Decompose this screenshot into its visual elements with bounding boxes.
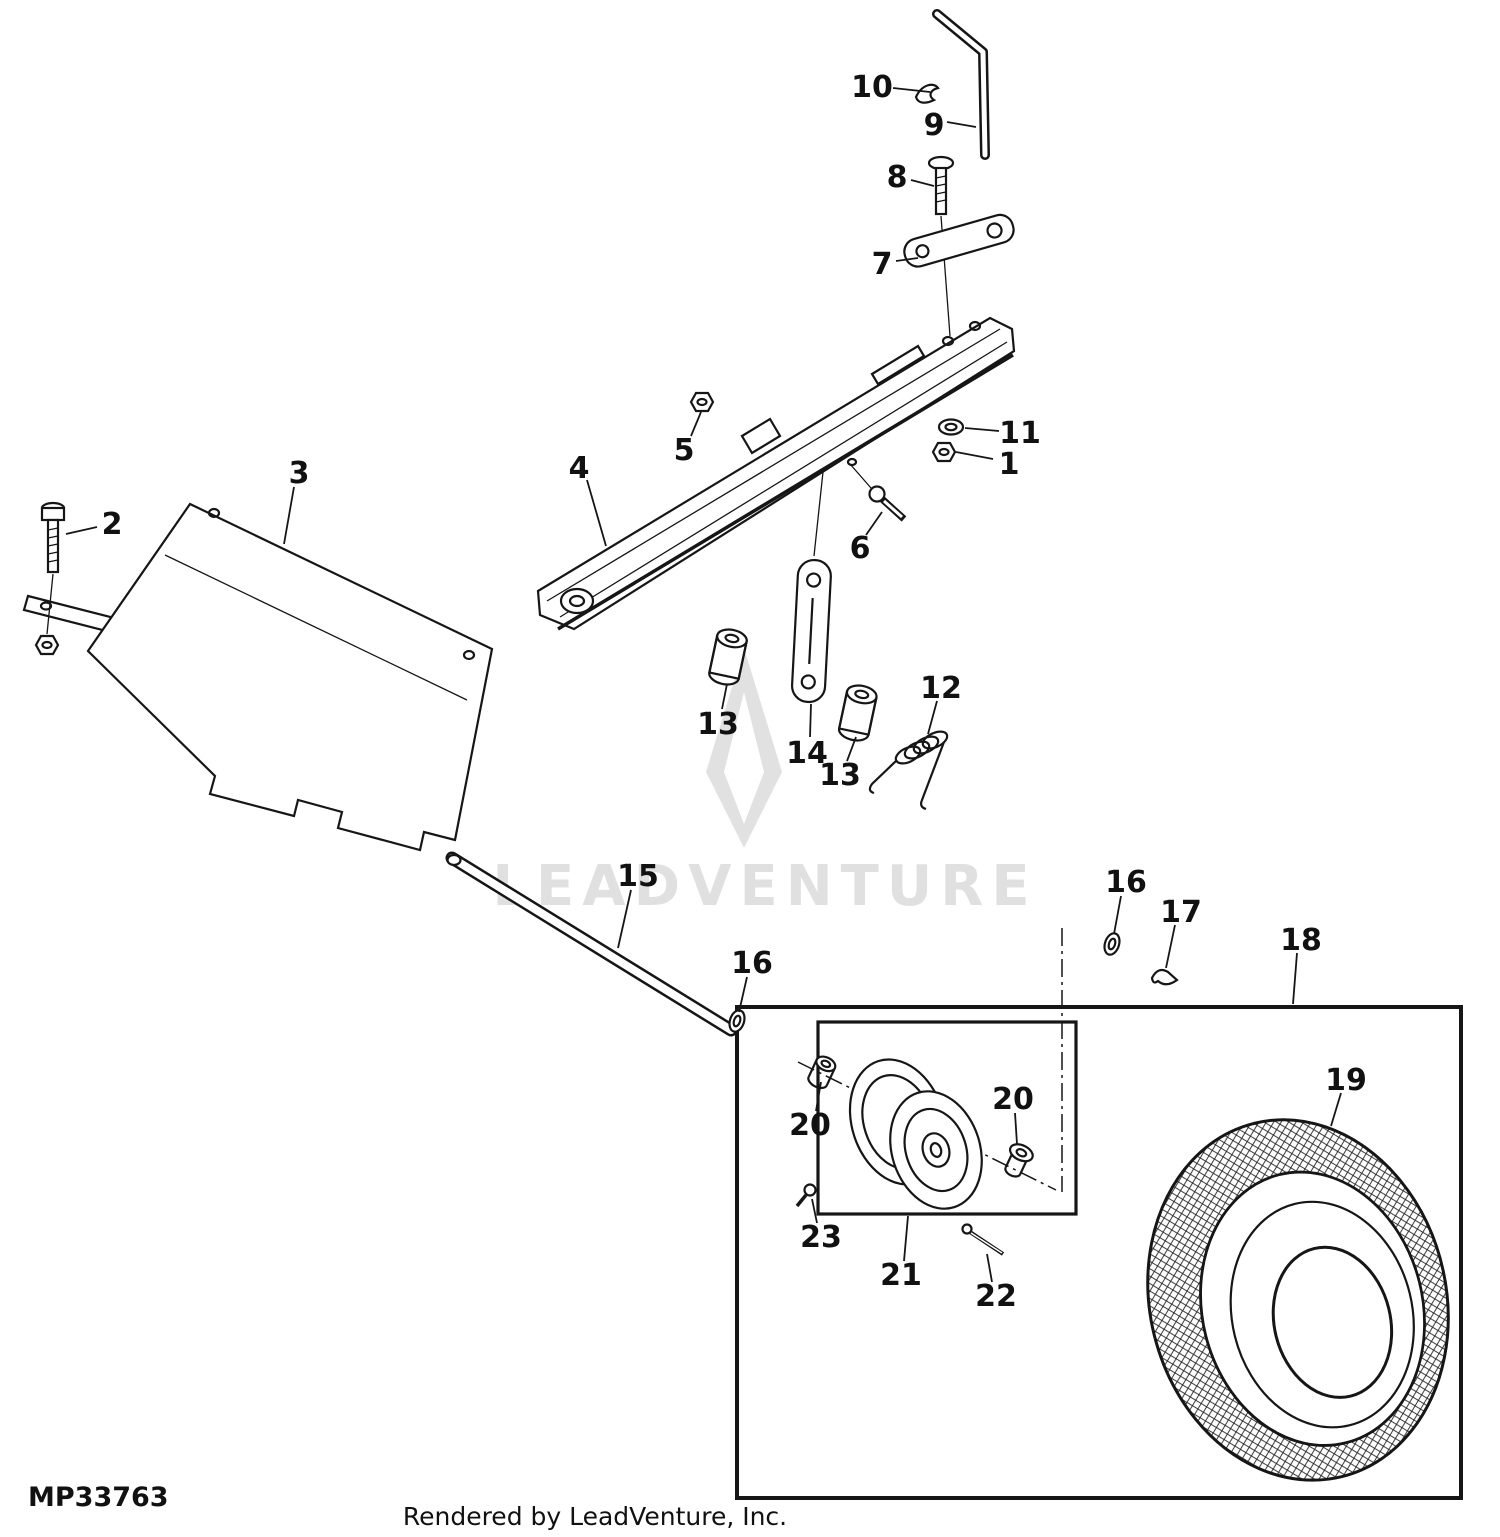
callout-9: 9 [924,108,945,143]
part-21-wheel-hub [848,1058,983,1210]
part-13-spacer-a [708,628,748,686]
part-5-nut [689,391,715,413]
part-11-washer [937,418,965,436]
part-16-washer-b [1103,932,1121,956]
callout-1-right: 1 [999,447,1020,482]
callout-23: 23 [800,1220,842,1255]
callout-18: 18 [1280,923,1322,958]
watermark-text: LEADVENTURE [492,854,1037,919]
part-1-nut-right [931,441,957,463]
footer-credit: Rendered by LeadVenture, Inc. [403,1502,787,1531]
callout-3: 3 [289,456,310,491]
callout-13-a: 13 [697,707,739,742]
part-20-bushing-b [1004,1143,1034,1178]
callout-11: 11 [999,416,1041,451]
part-16-washer-a [728,1009,746,1033]
callout-17: 17 [1160,895,1202,930]
callout-7: 7 [872,247,893,282]
callout-16-a: 16 [731,946,773,981]
callout-21: 21 [880,1258,922,1293]
callout-20-a: 20 [789,1108,831,1143]
part-7-bracket [903,213,1015,268]
callout-20-b: 20 [992,1082,1034,1117]
part-22-cotter-pin [961,1223,1005,1256]
part-23-pin [795,1183,817,1208]
part-18-wheel-assembly-box [735,1005,1463,1500]
part-1-nut-left [34,634,60,656]
callout-15: 15 [617,859,659,894]
callout-4: 4 [569,451,590,486]
leader-lines [65,87,1342,1283]
watermark-logo [706,648,782,848]
part-10-clip [914,83,940,104]
callout-22: 22 [975,1279,1017,1314]
hub-detail-box [816,1020,1078,1216]
callout-labels: 10 9 8 7 5 4 11 1 2 3 6 13 14 13 12 15 1… [102,70,1367,1314]
callout-2: 2 [102,507,123,542]
part-20-bushing-a [807,1055,837,1089]
callout-19: 19 [1325,1063,1367,1098]
part-17-clip [1150,968,1179,986]
part-13-spacer-b [837,684,878,742]
part-15-shaft [445,851,738,1037]
callout-10: 10 [851,70,893,105]
callout-14: 14 [786,736,828,771]
part-6-bolt [849,463,907,522]
callout-13-b: 13 [819,758,861,793]
callout-16-b: 16 [1105,865,1147,900]
part-14-link [790,471,832,704]
callout-5: 5 [674,433,695,468]
callout-8: 8 [887,160,908,195]
part-9-handle-rod [932,9,990,160]
part-4-frame-beam [536,316,1016,631]
center-axis-lines [797,928,1063,1192]
callout-6: 6 [850,531,871,566]
part-2-bolt [40,501,66,635]
part-3-shield [22,502,494,852]
part-12-spring [868,730,949,811]
doc-code: MP33763 [28,1482,169,1513]
callout-12: 12 [920,671,962,706]
part-19-tire [1146,1118,1450,1482]
